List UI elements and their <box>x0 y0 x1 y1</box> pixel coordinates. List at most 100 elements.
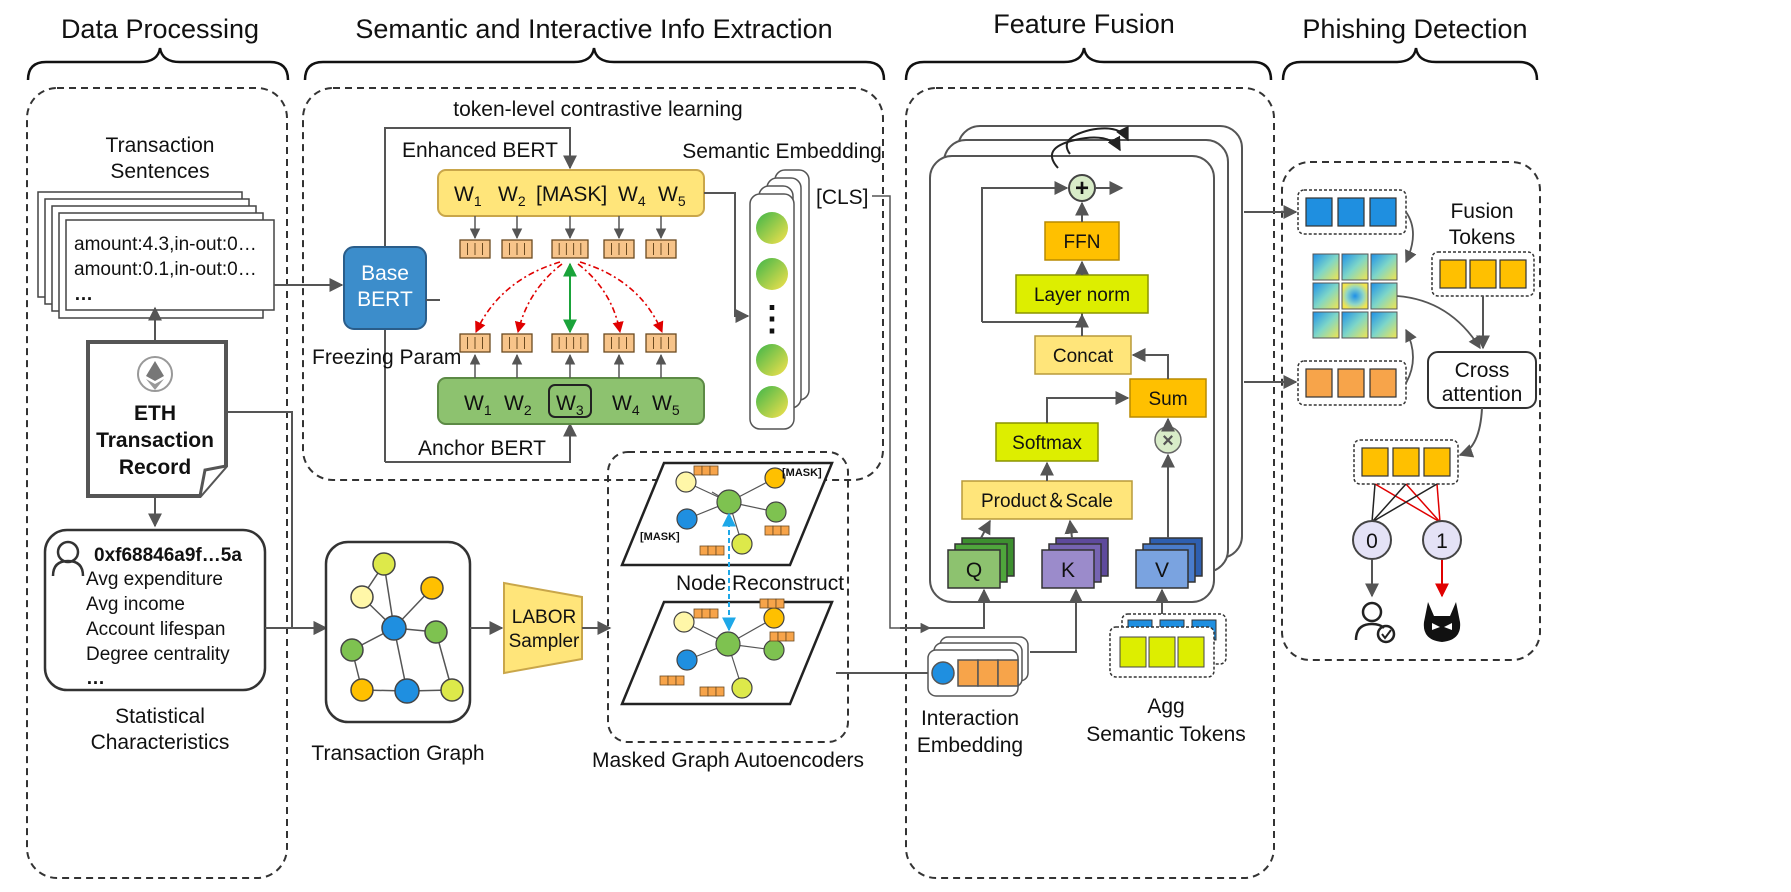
bert-panel <box>302 87 884 481</box>
token-vector <box>551 239 589 259</box>
phisher-devil-icon <box>1423 602 1461 642</box>
base-bert-line-2: BERT <box>357 288 413 311</box>
fusion-tokens-line-1: Fusion <box>1450 200 1513 223</box>
contrastive-arrows <box>475 261 664 334</box>
semantic-embedding-vectors <box>756 212 788 418</box>
k-label: K <box>1061 559 1075 582</box>
stats-title-2: Characteristics <box>91 731 230 754</box>
feature-chip <box>693 465 719 476</box>
feature-chip <box>699 545 725 556</box>
transaction-graph: Transaction Graph LABOR Sampler <box>311 540 612 765</box>
token-w3: W3 <box>556 392 584 418</box>
v-stack <box>1135 537 1203 589</box>
token-vector <box>603 333 635 353</box>
data-processing-panel <box>26 87 288 879</box>
stats-box <box>43 528 267 692</box>
labor-line-2: Sampler <box>509 631 580 652</box>
token-w5: W5 <box>652 392 680 418</box>
base-bert-box <box>343 246 427 330</box>
contrastive-label: token-level contrastive learning <box>453 98 743 121</box>
cls-label: [CLS] <box>816 186 869 209</box>
transaction-graph-label: Transaction Graph <box>311 742 484 765</box>
detection-panel <box>1281 161 1541 661</box>
node-reconstruct-label: Node Reconstruct <box>676 572 844 595</box>
anchor-bert-box <box>437 377 705 425</box>
fusion-panel <box>905 87 1275 879</box>
mask-tag-left: [MASK] <box>640 531 680 543</box>
section-title-fusion: Feature Fusion <box>993 9 1175 39</box>
sentence-line-1: amount:4.3,in-out:0… <box>74 234 257 255</box>
labor-line-1: LABOR <box>512 607 576 628</box>
fusion-tokens-line-2: Tokens <box>1449 226 1516 249</box>
stat-item: Avg income <box>86 594 185 615</box>
account-address: 0xf68846a9f…5a <box>94 545 242 566</box>
token-w1: W1 <box>454 183 482 209</box>
interaction-line-1: Interaction <box>921 707 1019 730</box>
stat-item: Account lifespan <box>86 619 225 640</box>
feature-chip <box>759 598 785 609</box>
class-0-label: 0 <box>1366 530 1378 553</box>
agg-line-1: Agg <box>1147 695 1184 718</box>
token-vector <box>645 239 677 259</box>
semantic-embedding-label: Semantic Embedding <box>682 140 882 163</box>
class-0-node <box>1352 520 1392 560</box>
brace-fusion <box>904 47 1273 81</box>
anchor-masked-token-frame <box>548 384 592 418</box>
mgae-panel <box>607 451 849 743</box>
interaction-embedding <box>927 636 1029 697</box>
section-containers <box>26 87 1541 879</box>
token-w5: W5 <box>658 183 686 209</box>
sum-label: Sum <box>1148 389 1187 410</box>
layer-norm-label: Layer norm <box>1034 285 1130 306</box>
freezing-param-label: Freezing Param <box>312 346 461 369</box>
brace-data-processing <box>26 47 290 81</box>
token-vector <box>501 333 533 353</box>
softmax-label: Softmax <box>1012 433 1082 454</box>
q-stack <box>947 537 1015 589</box>
token-vector <box>645 333 677 353</box>
sentence-stack <box>37 191 275 319</box>
q-label: Q <box>966 559 982 582</box>
enhanced-bert-tokens: W1 W2 [MASK] W4 W5 <box>454 183 686 209</box>
feature-chip <box>659 675 685 686</box>
token-vector <box>459 239 491 259</box>
section-title-detection: Phishing Detection <box>1302 14 1527 44</box>
token-w1: W1 <box>464 392 492 418</box>
cross-attention-line-1: Cross <box>1455 359 1510 382</box>
token-w2: W2 <box>498 183 526 209</box>
section-headers: Data Processing Semantic and Interactive… <box>26 9 1539 81</box>
labor-sampler <box>503 581 583 675</box>
ffn-box <box>1044 221 1120 261</box>
class-1-label: 1 <box>1436 530 1448 553</box>
stat-item: Degree centrality <box>86 644 230 665</box>
feature-chip <box>764 525 790 536</box>
token-vectors <box>459 216 677 378</box>
feature-chip <box>699 686 725 697</box>
phishing-detection: Fusion Tokens Cross attention 0 1 <box>1297 189 1537 644</box>
sum-box <box>1129 378 1207 418</box>
sentences-title-2: Sentences <box>110 160 209 183</box>
stat-item: Avg expenditure <box>86 569 223 590</box>
layer-norm-box <box>1015 274 1149 314</box>
anchor-bert-label: Anchor BERT <box>418 437 546 460</box>
enhanced-bert-label: Enhanced BERT <box>402 139 558 162</box>
cross-attention-line-2: attention <box>1442 383 1523 406</box>
class-1-node <box>1422 520 1462 560</box>
interaction-line-2: Embedding <box>917 734 1023 757</box>
stats-title-1: Statistical <box>115 705 205 728</box>
section-title-data-processing: Data Processing <box>61 14 259 44</box>
user-icon <box>51 540 85 577</box>
repeat-arrow <box>1050 135 1121 169</box>
eth-record-line-3: Record <box>119 456 191 479</box>
eth-record-line-2: Transaction <box>96 429 214 452</box>
token-w2: W2 <box>504 392 532 418</box>
k-stack <box>1041 537 1109 589</box>
plus-sign: + <box>1075 175 1089 202</box>
token-mask: [MASK] <box>536 183 607 206</box>
fusion-attention-grid <box>1312 253 1398 339</box>
agg-semantic-tokens <box>1109 613 1227 678</box>
token-vector <box>603 239 635 259</box>
product-scale-label: Product＆Scale <box>981 491 1113 512</box>
token-vector <box>551 333 589 353</box>
